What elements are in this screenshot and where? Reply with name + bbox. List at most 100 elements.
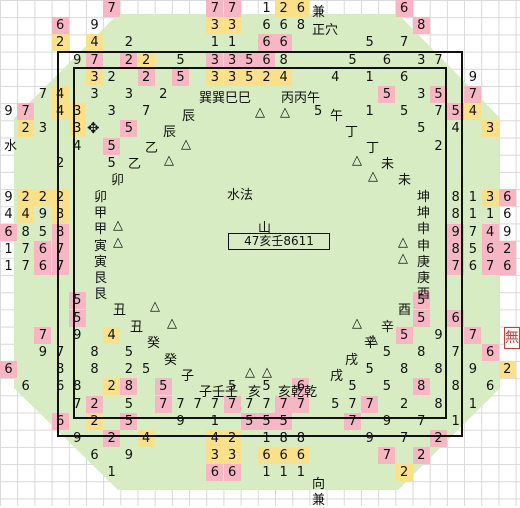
grid-cell[interactable]: 3	[51, 206, 69, 224]
grid-cell[interactable]: 7	[464, 86, 482, 103]
grid-cell[interactable]: 1	[451, 413, 460, 429]
grid-cell[interactable]: 7	[176, 396, 185, 412]
grid-cell[interactable]: 7	[451, 345, 460, 360]
grid-cell[interactable]: 6	[34, 258, 52, 275]
grid-cell[interactable]: 9	[90, 18, 99, 34]
grid-cell[interactable]: 4	[481, 223, 499, 241]
grid-cell[interactable]: 9	[73, 52, 82, 68]
grid-cell[interactable]: 8	[55, 362, 65, 378]
grid-cell[interactable]: 8	[451, 379, 460, 395]
grid-cell[interactable]: 6	[206, 464, 224, 482]
grid-cell[interactable]: 2	[137, 51, 155, 69]
grid-cell[interactable]: 9	[365, 431, 374, 446]
grid-cell[interactable]: 3	[86, 68, 103, 86]
grid-cell[interactable]: 9	[434, 327, 443, 343]
right-edge-box[interactable]: 無	[504, 327, 520, 349]
center-reading-box[interactable]: 47亥壬8611	[228, 233, 330, 250]
grid-cell[interactable]: 7	[223, 395, 241, 413]
grid-cell[interactable]: 2	[395, 464, 413, 482]
grid-cell[interactable]: 1	[4, 241, 13, 257]
grid-cell[interactable]: 2	[434, 138, 443, 154]
grid-cell[interactable]: 5	[468, 241, 478, 257]
grid-cell[interactable]: 2	[498, 240, 516, 258]
grid-cell[interactable]: 3	[223, 447, 241, 465]
grid-cell[interactable]: 5	[124, 396, 134, 412]
grid-cell[interactable]: 9	[124, 448, 134, 464]
grid-cell[interactable]: 2	[103, 430, 121, 447]
grid-cell[interactable]: 3	[481, 120, 499, 138]
grid-cell[interactable]: 5	[154, 378, 172, 396]
grid-cell[interactable]: 8	[412, 378, 430, 396]
grid-cell[interactable]: 2	[159, 87, 168, 102]
grid-cell[interactable]: 2	[137, 68, 155, 86]
grid-cell[interactable]: 1	[365, 104, 374, 120]
grid-cell[interactable]: 3	[223, 17, 241, 35]
grid-cell[interactable]: 8	[412, 17, 430, 35]
grid-cell[interactable]: 2	[412, 447, 430, 465]
grid-cell[interactable]: 5	[124, 345, 134, 360]
grid-cell[interactable]: 9	[73, 431, 82, 446]
grid-cell[interactable]: 5	[240, 51, 258, 69]
grid-cell[interactable]: 5	[38, 224, 48, 240]
grid-cell[interactable]: 5	[412, 292, 430, 310]
grid-cell[interactable]: 6	[21, 379, 30, 395]
grid-cell[interactable]: 5	[399, 104, 409, 120]
grid-cell[interactable]: 1	[279, 465, 288, 481]
grid-cell[interactable]: 5	[395, 326, 413, 344]
grid-cell[interactable]: 6	[395, 0, 413, 17]
grid-cell[interactable]: 5	[412, 309, 430, 327]
grid-cell[interactable]: 6	[223, 464, 241, 482]
grid-cell[interactable]: 8	[451, 207, 460, 223]
grid-cell[interactable]: 3	[223, 68, 241, 86]
grid-cell[interactable]: 1	[262, 431, 271, 446]
grid-cell[interactable]: 6	[258, 51, 275, 69]
grid-cell[interactable]: 4	[451, 121, 460, 137]
grid-cell[interactable]: 3	[417, 87, 426, 102]
grid-cell[interactable]: 2	[51, 189, 69, 207]
grid-cell[interactable]: 2	[223, 430, 241, 447]
grid-cell[interactable]: 7	[481, 258, 499, 275]
grid-cell[interactable]: 5	[430, 86, 447, 103]
grid-cell[interactable]: 3	[206, 68, 224, 86]
grid-cell[interactable]: 1	[468, 207, 478, 223]
grid-cell[interactable]: 8	[447, 240, 465, 258]
grid-cell[interactable]: 2	[124, 35, 134, 51]
grid-cell[interactable]: 1	[365, 69, 374, 85]
grid-cell[interactable]: 1	[107, 465, 116, 481]
grid-cell[interactable]: 5	[348, 379, 357, 395]
grid-cell[interactable]: 7	[210, 396, 220, 412]
grid-cell[interactable]: 2	[399, 396, 409, 412]
grid-cell[interactable]: 7	[262, 396, 271, 412]
grid-cell[interactable]: 9	[503, 224, 512, 240]
grid-cell[interactable]: 4	[4, 207, 13, 223]
grid-cell[interactable]: 7	[223, 0, 241, 17]
grid-cell[interactable]: 9	[447, 223, 465, 241]
grid-cell[interactable]: 7	[399, 35, 409, 51]
grid-cell[interactable]: 6	[498, 189, 516, 207]
grid-cell[interactable]: 5	[447, 103, 465, 121]
grid-cell[interactable]: 8	[417, 345, 426, 360]
grid-cell[interactable]: 4	[51, 103, 69, 121]
grid-cell[interactable]: 2	[103, 378, 121, 396]
grid-cell[interactable]: 6	[292, 447, 310, 465]
grid-cell[interactable]: 7	[51, 240, 69, 258]
grid-cell[interactable]: 7	[38, 87, 48, 102]
grid-cell[interactable]: 2	[86, 395, 103, 413]
grid-cell[interactable]: 3	[124, 87, 134, 102]
grid-cell[interactable]: 5	[348, 52, 357, 68]
grid-cell[interactable]: 6	[279, 18, 288, 34]
grid-cell[interactable]: 3	[107, 104, 116, 120]
grid-cell[interactable]: 9	[4, 190, 13, 206]
grid-cell[interactable]: 5	[172, 68, 189, 86]
grid-cell[interactable]: 8	[451, 190, 460, 206]
grid-cell[interactable]: 7	[103, 0, 121, 17]
grid-cell[interactable]: 7	[141, 104, 151, 120]
grid-cell[interactable]: 6	[503, 207, 512, 223]
grid-cell[interactable]: 6	[399, 69, 409, 85]
grid-cell[interactable]: 4	[103, 326, 121, 344]
grid-cell[interactable]: 7	[193, 396, 202, 412]
grid-cell[interactable]: 8	[21, 224, 30, 240]
grid-cell[interactable]: 6	[262, 18, 271, 34]
grid-cell[interactable]: 7	[154, 395, 172, 413]
grid-cell[interactable]: 6	[275, 447, 293, 465]
